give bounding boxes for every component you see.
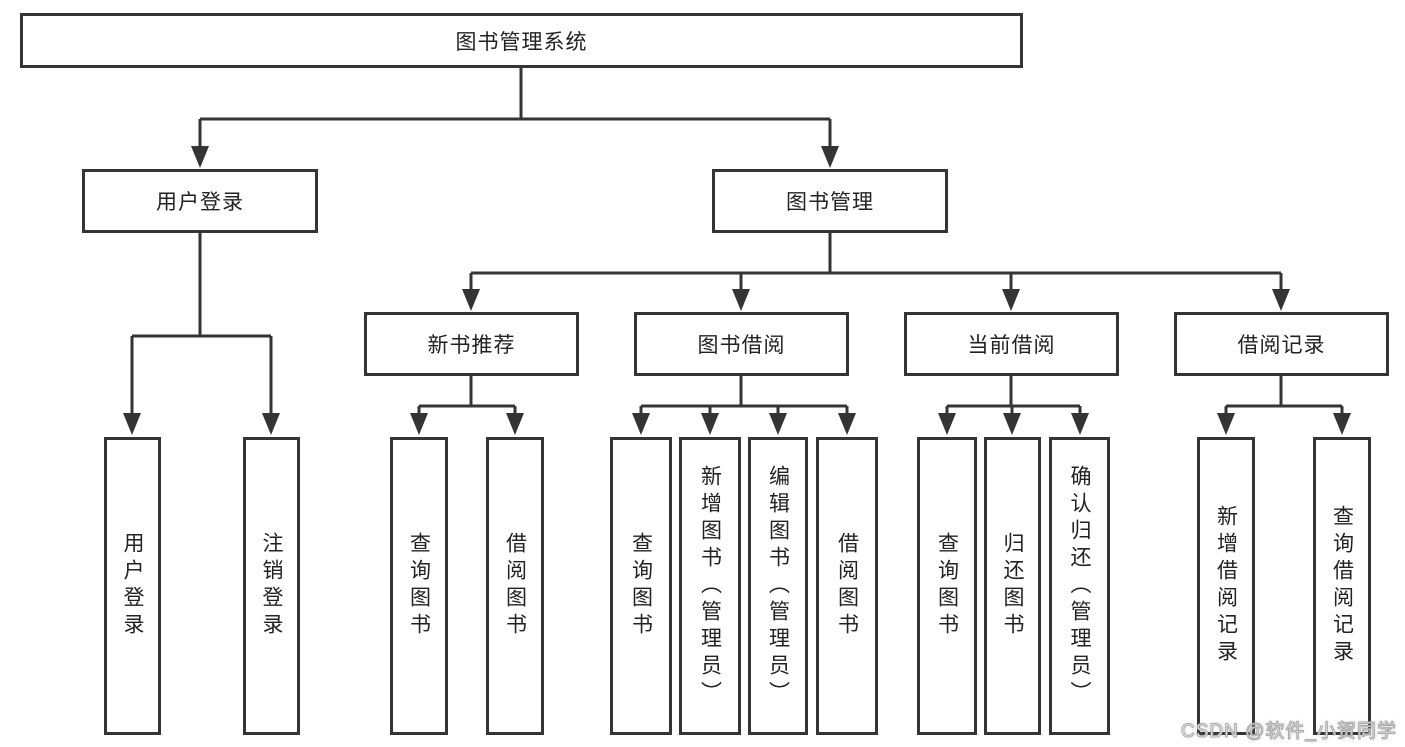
node-current-borrowing: 当前借阅: [904, 312, 1119, 376]
node-new-book-recommendation: 新书推荐: [364, 312, 579, 376]
node-book-borrowing: 图书借阅: [634, 312, 849, 376]
leaf-borrow-books-recommend: 借阅图书: [486, 437, 544, 735]
leaf-query-books-recommend: 查询图书: [390, 437, 448, 735]
node-library-management-system: 图书管理系统: [20, 13, 1023, 68]
leaf-add-borrow-record: 新增借阅记录: [1197, 437, 1255, 735]
csdn-watermark: CSDN @软件_小贺同学: [1181, 721, 1397, 743]
leaf-return-books: 归还图书: [984, 437, 1041, 735]
leaf-edit-book-admin: 编辑图书（管理员）: [748, 437, 808, 735]
leaf-confirm-return-admin: 确认归还（管理员）: [1049, 437, 1110, 735]
leaf-query-borrow-record: 查询借阅记录: [1313, 437, 1371, 735]
leaf-logout-login: 注销登录: [243, 437, 300, 735]
leaf-query-books-borrow: 查询图书: [610, 437, 672, 735]
leaf-user-login: 用户登录: [104, 437, 161, 735]
leaf-borrow-books: 借阅图书: [816, 437, 878, 735]
node-book-management: 图书管理: [712, 169, 948, 233]
leaf-query-books-current: 查询图书: [917, 437, 977, 735]
node-borrowing-records: 借阅记录: [1174, 312, 1389, 376]
node-user-login: 用户登录: [82, 169, 318, 233]
leaf-add-book-admin: 新增图书（管理员）: [679, 437, 741, 735]
